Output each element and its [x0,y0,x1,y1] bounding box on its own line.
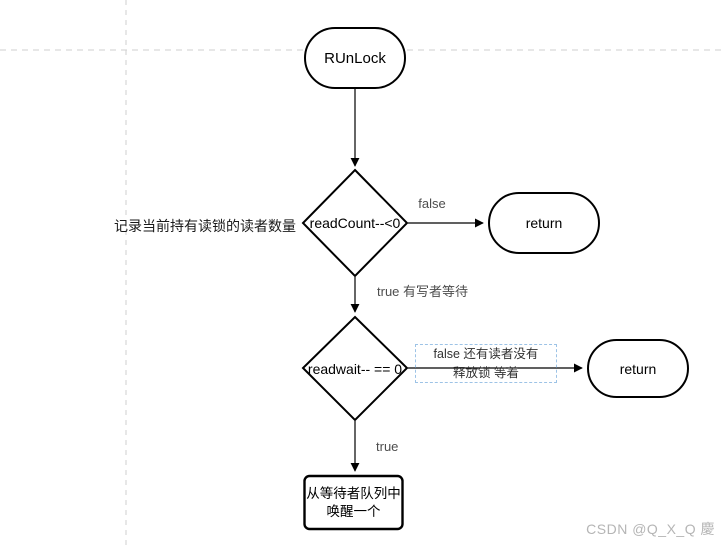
edge-note-false-box: false 还有读者没有 释放锁 等着 [415,344,557,383]
annotation-read-count: 记录当前持有读锁的读者数量 [114,218,296,234]
edge-note-false-line1: false 还有读者没有 [433,347,539,362]
return-top-node-shape [488,192,600,254]
edge-label-true-top: true 有写者等待 [377,284,469,299]
return-mid-node-shape [587,339,689,398]
start-node-shape [304,27,406,89]
decision1-label: readCount--<0 [309,215,401,231]
process-node-shape [303,474,404,531]
decision1-diamond-shape [301,168,409,278]
process-node-label: 从等待者队列中 唤醒一个 [304,476,403,529]
start-node-label: RUnLock [324,49,386,67]
edge-label-true-bottom: true [376,439,399,454]
decision2-label: readwait-- == 0 [307,360,403,377]
edge-note-false-line2: 释放锁 等着 [453,365,519,380]
decision2-diamond-shape [301,315,409,422]
process-node-label-line2: 唤醒一个 [326,503,381,519]
return-top-label: return [525,215,563,231]
edge-label-false-top: false [418,196,446,211]
process-node-label-line1: 从等待者队列中 [306,485,401,501]
return-mid-label: return [619,360,657,377]
watermark-text: CSDN @Q_X_Q 慶 [586,521,715,537]
